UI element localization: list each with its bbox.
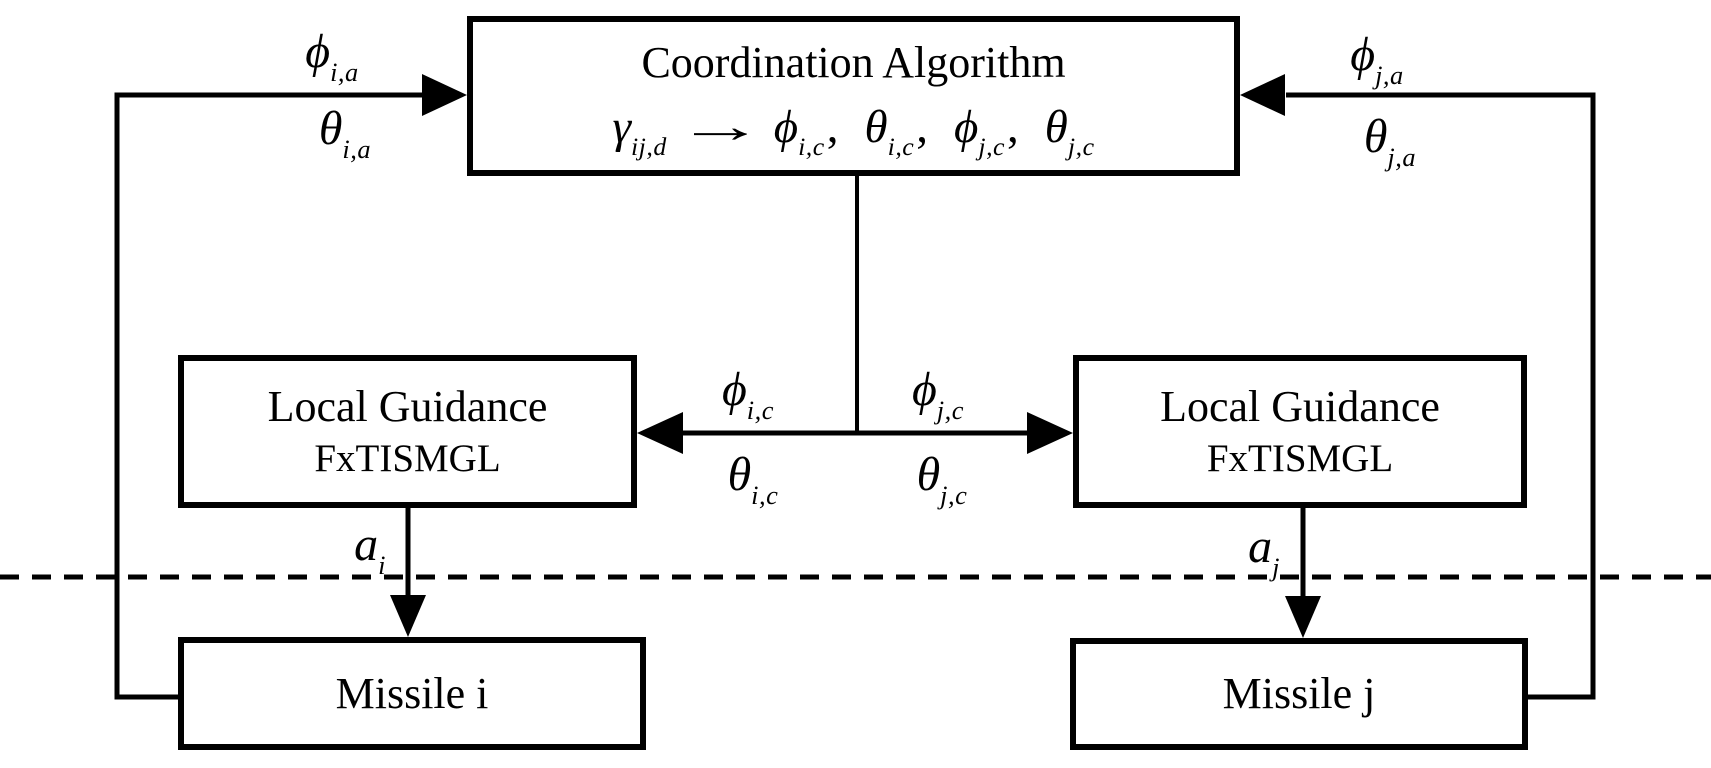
local-guidance-i-law: FxTISMGL (314, 436, 501, 480)
gamma-subscript: ij,d (630, 132, 667, 162)
theta-symbol: θ (318, 102, 343, 155)
theta-symbol: θ (916, 448, 941, 501)
equation-comma: , (916, 100, 929, 153)
missile-i-box: Missile i (178, 637, 646, 750)
phi-ic-subscript: i,c (798, 132, 825, 162)
arrowhead-into-coordination-right-icon (1240, 74, 1285, 116)
arrowhead-into-missile-i-icon (390, 595, 426, 637)
arrowhead-into-missile-j-icon (1285, 596, 1321, 638)
label-phi-i-c: ϕi,c (721, 363, 774, 423)
phi-symbol: ϕ (911, 363, 937, 416)
phi-symbol: ϕ (721, 363, 747, 416)
phi-i-a-subscript: i,a (330, 56, 359, 87)
phi-symbol: ϕ (305, 25, 331, 78)
maps-to-arrow-icon: → (675, 100, 765, 153)
local-guidance-j-title: Local Guidance (1160, 381, 1440, 431)
arrowhead-into-guidance-j-icon (1027, 412, 1073, 454)
local-guidance-j-box: Local Guidance FxTISMGL (1073, 355, 1527, 508)
phi-jc-subscript: j,c (978, 132, 1006, 162)
theta-j-a-subscript: j,a (1387, 141, 1417, 172)
feedback-wire-missile-j (1286, 92, 1596, 700)
local-guidance-i-box: Local Guidance FxTISMGL (178, 355, 637, 508)
theta-symbol: θ (727, 448, 752, 501)
coordination-equation: γij,d→ϕi,c,θi,c,ϕj,c,θj,c (612, 100, 1094, 159)
theta-ic-symbol: θ (864, 100, 888, 153)
feedback-wire-missile-i (114, 92, 424, 700)
theta-j-c-subscript: j,c (940, 479, 968, 510)
theta-symbol: θ (1363, 110, 1388, 163)
phi-symbol: ϕ (1350, 28, 1376, 81)
equation-comma: , (1007, 100, 1019, 153)
theta-i-c-subscript: i,c (751, 479, 779, 510)
coordination-box-title: Coordination Algorithm (641, 37, 1066, 87)
label-theta-i-c: θi,c (727, 448, 779, 508)
label-theta-i-a: θi,a (318, 102, 371, 162)
gamma-symbol: γ (612, 100, 631, 153)
theta-jc-subscript: j,c (1067, 132, 1095, 162)
label-phi-i-a: ϕi,a (305, 25, 359, 85)
accel-i-subscript: i (378, 549, 386, 580)
label-phi-j-c: ϕj,c (911, 363, 964, 423)
missile-j-label: Missile j (1222, 669, 1376, 718)
local-guidance-j-law: FxTISMGL (1206, 436, 1394, 480)
label-theta-j-c: θj,c (916, 448, 968, 508)
local-guidance-i-title: Local Guidance (267, 381, 548, 431)
arrowhead-into-coordination-left-icon (422, 74, 467, 116)
accel-symbol: a (354, 518, 379, 571)
phi-j-a-subscript: j,a (1375, 59, 1404, 90)
equation-comma: , (826, 100, 839, 153)
label-theta-j-a: θj,a (1363, 110, 1416, 170)
label-accel-i: ai (354, 518, 386, 578)
label-accel-j: aj (1248, 520, 1280, 580)
theta-i-a-subscript: i,a (342, 133, 372, 164)
arrowhead-into-guidance-i-icon (637, 412, 683, 454)
accel-j-subscript: j (1272, 551, 1280, 582)
phi-ic-symbol: ϕ (773, 100, 799, 153)
coordination-algorithm-box: Coordination Algorithm γij,d→ϕi,c,θi,c,ϕ… (467, 16, 1240, 176)
missile-i-label: Missile i (335, 668, 489, 718)
phi-j-c-subscript: j,c (936, 394, 965, 425)
missile-j-box: Missile j (1070, 638, 1528, 750)
theta-ic-subscript: i,c (887, 132, 915, 162)
phi-i-c-subscript: i,c (746, 394, 775, 425)
phi-jc-symbol: ϕ (954, 100, 979, 153)
theta-jc-symbol: θ (1044, 100, 1068, 153)
label-phi-j-a: ϕj,a (1350, 28, 1404, 88)
accel-symbol: a (1248, 520, 1273, 573)
